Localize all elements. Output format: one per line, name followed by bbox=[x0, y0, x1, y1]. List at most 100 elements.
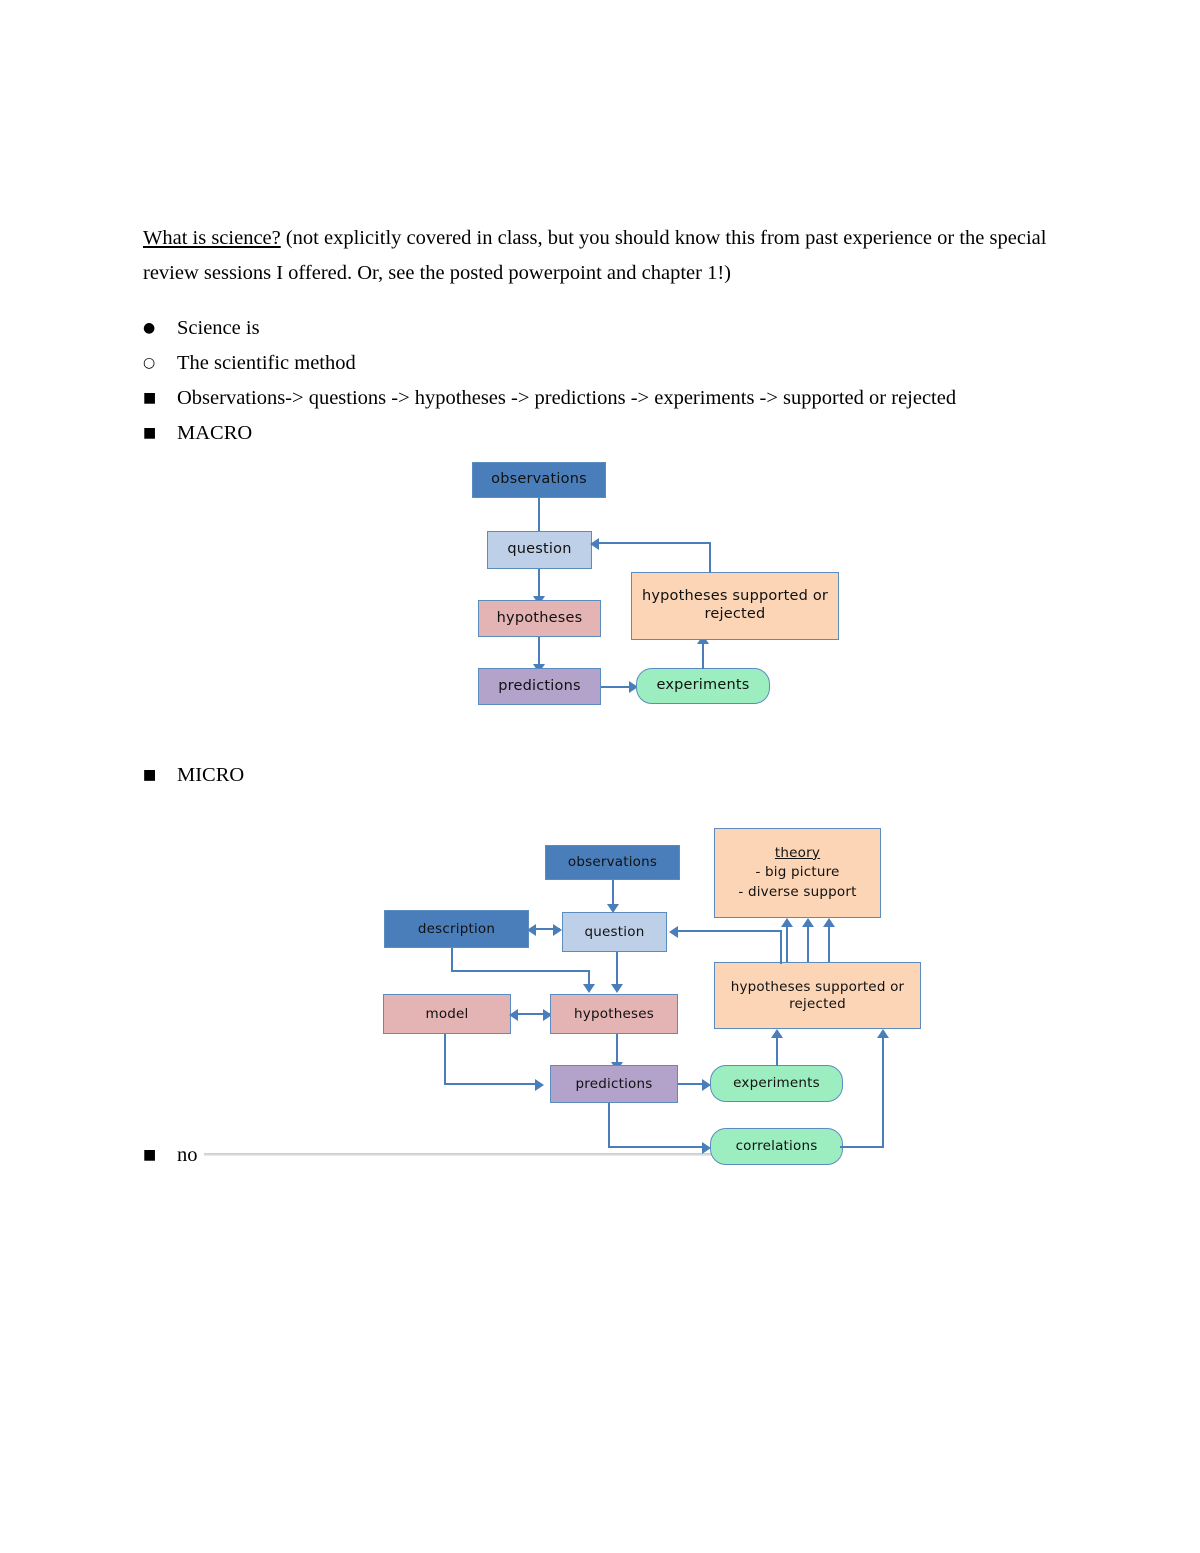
arrowhead-left-icon bbox=[669, 926, 678, 938]
node-label: experiments bbox=[656, 677, 750, 694]
list-item: ○ The scientific method bbox=[143, 346, 1063, 381]
edge-supported-theory-1 bbox=[786, 924, 788, 962]
edge-correlations-supported-h bbox=[840, 1146, 884, 1148]
arrowhead-left-icon bbox=[590, 538, 599, 550]
edge-predictions-correlations-h bbox=[608, 1146, 706, 1148]
node-label: predictions bbox=[575, 1075, 653, 1092]
page-title-underlined: What is science? bbox=[143, 226, 281, 249]
edge-supported-theory-3 bbox=[828, 924, 830, 962]
node-experiments: experiments bbox=[636, 668, 770, 704]
edge-supported-question-v bbox=[780, 930, 782, 964]
node-hypotheses: hypotheses bbox=[478, 600, 601, 637]
arrowhead-up-icon bbox=[771, 1029, 783, 1038]
node-label: model bbox=[425, 1005, 469, 1022]
edge-experiments-supported bbox=[702, 641, 704, 669]
edge-hypotheses-predictions bbox=[538, 637, 540, 669]
arrowhead-right-icon bbox=[553, 924, 562, 936]
arrowhead-right-icon bbox=[629, 681, 638, 693]
edge-supported-question-vertical bbox=[709, 542, 711, 573]
arrowhead-right-icon bbox=[702, 1142, 711, 1154]
list-item: ■ MACRO bbox=[143, 416, 1063, 451]
arrowhead-up-icon bbox=[823, 918, 835, 927]
edge-supported-question-horizontal bbox=[598, 542, 711, 544]
node-model: model bbox=[383, 994, 511, 1034]
horizontal-rule bbox=[203, 1152, 756, 1156]
node-theory: theory - big picture - diverse support bbox=[714, 828, 881, 918]
bullet-square-icon: ■ bbox=[143, 425, 157, 441]
theory-line-1: - big picture bbox=[755, 864, 840, 881]
outline-level-1: ● Science is bbox=[143, 311, 1063, 346]
micro-flow-diagram: observations theory - big picture - dive… bbox=[380, 820, 940, 1165]
node-observations: observations bbox=[472, 462, 606, 498]
bullet-square-icon: ■ bbox=[143, 767, 157, 783]
node-label: hypotheses bbox=[574, 1005, 654, 1022]
node-description: description bbox=[384, 910, 529, 948]
arrowhead-left-icon bbox=[527, 924, 536, 936]
no-text: no bbox=[177, 1144, 198, 1166]
node-label: observations bbox=[567, 854, 658, 871]
edge-experiments-supported bbox=[776, 1035, 778, 1066]
outline-level-3: ■ Observations-> questions -> hypotheses… bbox=[143, 381, 1063, 451]
node-predictions: predictions bbox=[478, 668, 601, 705]
outline-level-3-b: ■ ■ MICRO bbox=[143, 758, 1063, 793]
bullet-disc-icon: ● bbox=[143, 320, 156, 336]
list-item: ■ Observations-> questions -> hypotheses… bbox=[143, 381, 1063, 416]
node-label: hypotheses bbox=[496, 609, 583, 626]
list-item: ● Science is bbox=[143, 311, 1063, 346]
theory-content: theory - big picture - diverse support bbox=[715, 844, 880, 903]
edge-predictions-correlations-v bbox=[608, 1103, 610, 1148]
bullet-square-icon: ■ bbox=[143, 767, 157, 783]
node-label: description bbox=[417, 920, 496, 937]
arrowhead-up-icon bbox=[781, 918, 793, 927]
list-item-label: Observations-> questions -> hypotheses -… bbox=[177, 387, 957, 409]
edge-supported-question-h bbox=[677, 930, 782, 932]
edge-description-hypotheses-v1 bbox=[451, 948, 453, 972]
arrowhead-down-icon bbox=[611, 984, 623, 993]
list-item-label: The scientific method bbox=[177, 352, 356, 374]
outline-level-3-c: ■ no bbox=[143, 1138, 1063, 1173]
bullet-circle-icon: ○ bbox=[143, 355, 156, 371]
edge-hypotheses-predictions bbox=[616, 1034, 618, 1066]
arrowhead-left-icon bbox=[509, 1009, 518, 1021]
node-question: question bbox=[562, 912, 667, 952]
micro-label: MICRO bbox=[177, 764, 245, 786]
node-hypotheses: hypotheses bbox=[550, 994, 678, 1034]
node-label: hypotheses supported or rejected bbox=[730, 979, 905, 1012]
node-correlations: correlations bbox=[710, 1128, 843, 1165]
node-hypotheses-supported-or-rejected: hypotheses supported or rejected bbox=[631, 572, 839, 640]
edge-observations-question bbox=[538, 498, 540, 534]
node-question: question bbox=[487, 531, 592, 569]
edge-model-predictions-h bbox=[444, 1083, 539, 1085]
arrowhead-up-icon bbox=[802, 918, 814, 927]
arrowhead-right-icon bbox=[702, 1079, 711, 1091]
edge-question-hypotheses bbox=[616, 952, 618, 988]
edge-model-predictions-v bbox=[444, 1034, 446, 1085]
edge-predictions-experiments bbox=[601, 686, 633, 688]
node-hypotheses-supported-or-rejected: hypotheses supported or rejected bbox=[714, 962, 921, 1029]
arrowhead-right-icon bbox=[535, 1079, 544, 1091]
list-item: ■ MICRO bbox=[143, 758, 1063, 793]
edge-supported-theory-2 bbox=[807, 924, 809, 962]
node-label: predictions bbox=[498, 677, 581, 694]
bullet-square-icon: ■ bbox=[143, 1147, 157, 1163]
arrowhead-right-icon bbox=[543, 1009, 552, 1021]
document-body: What is science? (not explicitly covered… bbox=[143, 200, 1063, 1173]
macro-label: MACRO bbox=[177, 422, 253, 444]
page-title: What is science? (not explicitly covered… bbox=[143, 221, 1063, 291]
edge-description-question bbox=[536, 928, 560, 930]
edge-description-hypotheses-h bbox=[451, 970, 590, 972]
outline-level-2: ○ The scientific method bbox=[143, 346, 1063, 381]
list-item: ■ no bbox=[143, 1138, 1063, 1173]
list-item-label: Science is bbox=[177, 317, 260, 339]
page-title-rest: (not explicitly covered in class, but yo… bbox=[143, 226, 1047, 284]
arrowhead-down-icon bbox=[607, 904, 619, 913]
bullet-square-icon: ■ bbox=[143, 390, 157, 406]
edge-correlations-supported-v bbox=[882, 1035, 884, 1148]
arrowhead-up-icon bbox=[877, 1029, 889, 1038]
list-item-label: no bbox=[143, 1138, 1063, 1173]
node-observations: observations bbox=[545, 845, 680, 880]
node-label: observations bbox=[491, 471, 587, 488]
node-predictions: predictions bbox=[550, 1065, 678, 1103]
macro-flow-diagram: observations question hypotheses predict… bbox=[460, 455, 860, 715]
theory-line-2: - diverse support bbox=[738, 883, 857, 900]
